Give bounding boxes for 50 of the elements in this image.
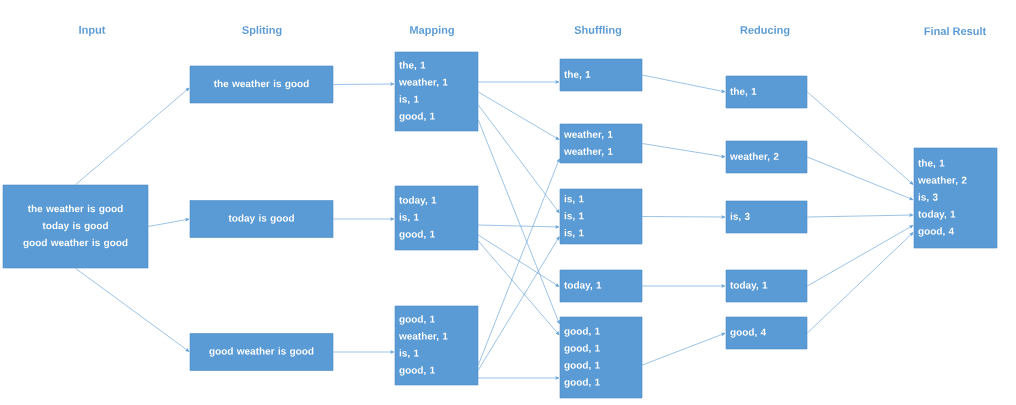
arrow (333, 82, 395, 86)
column-heading: Final Result (924, 26, 987, 36)
result-box: the, 1 weather, 2 is, 3 today, 1 good, 4 (913, 147, 998, 249)
key-value-box: good, 1 weather, 1 is, 1 good, 1 (394, 305, 479, 386)
arrow (807, 225, 914, 287)
key-value-box: weather, 2 (725, 140, 808, 174)
key-value-box: today, 1 (559, 269, 643, 303)
column-heading: Input (79, 26, 106, 36)
arrow (642, 74, 726, 93)
input-box: the weather is good today is good good weather is good (2, 184, 149, 269)
arrow (807, 213, 914, 218)
key-value-box: good, 1 good, 1 good, 1 good, 1 (559, 316, 643, 399)
column-heading: Mapping (410, 25, 454, 37)
arrow (148, 218, 190, 227)
arrow (642, 332, 726, 366)
text-box: good weather is good (189, 333, 334, 371)
arrow (807, 156, 914, 200)
column-heading: Spliting (242, 25, 282, 37)
arrow (478, 236, 560, 371)
column-heading: Shuffling (574, 25, 622, 37)
key-value-box: is, 1 is, 1 is, 1 (559, 188, 643, 245)
text-box: the weather is good (189, 65, 334, 104)
arrow (478, 376, 560, 380)
arrow (333, 350, 395, 354)
key-value-box: is, 3 (725, 200, 808, 234)
arrow (478, 158, 560, 366)
key-value-box: today, 1 is, 1 good, 1 (394, 185, 479, 251)
arrow (478, 224, 560, 229)
arrow (333, 217, 395, 221)
arrow (478, 119, 560, 325)
arrow (75, 87, 190, 185)
arrow (478, 104, 560, 214)
arrow (478, 80, 560, 84)
arrow (478, 234, 560, 287)
text-box: today is good (189, 200, 334, 238)
arrow (478, 91, 560, 140)
arrow (642, 284, 726, 288)
arrow (807, 91, 914, 185)
column-heading: Reducing (740, 25, 790, 37)
key-value-box: the, 1 (559, 58, 643, 92)
arrow (642, 215, 726, 219)
key-value-box: good, 4 (725, 316, 808, 350)
key-value-box: weather, 1 weather, 1 (559, 123, 643, 164)
arrow (478, 240, 560, 336)
arrow (642, 143, 726, 158)
key-value-box: the, 1 weather, 1 is, 1 good, 1 (394, 51, 479, 132)
key-value-box: the, 1 (725, 75, 808, 109)
arrow (75, 268, 190, 352)
arrow (807, 232, 914, 334)
key-value-box: today, 1 (725, 269, 808, 303)
